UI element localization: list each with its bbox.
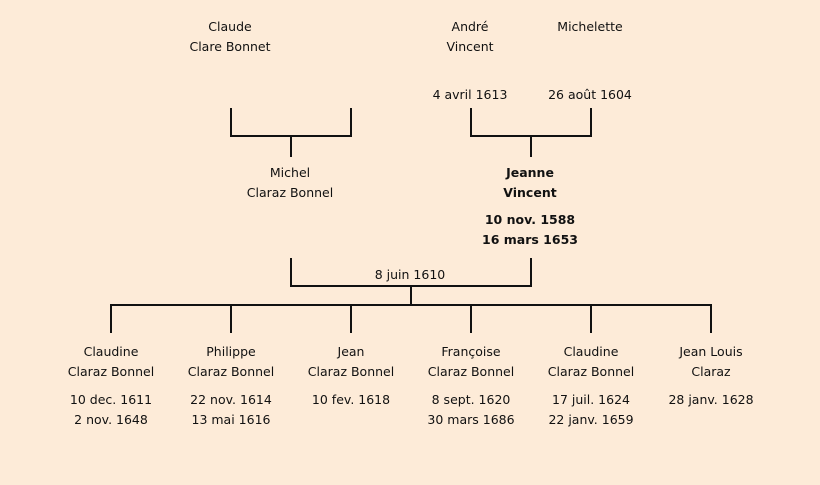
grandmother-date: 26 août 1604 <box>548 87 632 102</box>
child-dates: 17 juil. 1624 22 janv. 1659 <box>548 392 634 427</box>
child-name[interactable]: Claudine Claraz Bonnel <box>547 344 635 379</box>
grandfather-date: 4 avril 1613 <box>432 87 508 102</box>
mother-dates: 10 nov. 1588 16 mars 1653 <box>482 212 578 247</box>
connector-line <box>530 258 532 287</box>
connector-line <box>290 258 292 287</box>
child-dates: 22 nov. 1614 13 mai 1616 <box>190 392 272 427</box>
child-dates: 10 dec. 1611 2 nov. 1648 <box>69 392 153 427</box>
child-dates: 28 janv. 1628 <box>668 392 754 407</box>
child-dates: 10 fev. 1618 <box>311 392 391 407</box>
connector-line <box>230 304 232 333</box>
connector-line <box>710 304 712 333</box>
connector-line <box>230 108 232 137</box>
father-name[interactable]: Michel Claraz Bonnel <box>246 165 334 200</box>
connector-line <box>110 304 112 333</box>
paternal-grandparent-name[interactable]: Claude Clare Bonnet <box>189 19 271 54</box>
child-name[interactable]: Claudine Claraz Bonnel <box>67 344 155 379</box>
child-name[interactable]: Françoise Claraz Bonnel <box>427 344 515 379</box>
connector-line <box>530 135 532 157</box>
grandmother-name[interactable]: Michelette <box>557 19 623 34</box>
connector-line <box>590 108 592 137</box>
connector-line <box>290 135 292 157</box>
child-name[interactable]: Jean Claraz Bonnel <box>307 344 395 379</box>
grandfather-name[interactable]: André Vincent <box>446 19 494 54</box>
connector-line <box>110 304 712 306</box>
mother-name[interactable]: Jeanne Vincent <box>503 165 557 200</box>
connector-line <box>470 304 472 333</box>
connector-line <box>410 285 412 305</box>
child-dates: 8 sept. 1620 30 mars 1686 <box>427 392 515 427</box>
connector-line <box>350 108 352 137</box>
connector-line <box>590 304 592 333</box>
connector-line <box>470 108 472 137</box>
child-name[interactable]: Jean Louis Claraz <box>679 344 743 379</box>
child-name[interactable]: Philippe Claraz Bonnel <box>187 344 275 379</box>
marriage-date: 8 juin 1610 <box>374 267 446 282</box>
connector-line <box>350 304 352 333</box>
